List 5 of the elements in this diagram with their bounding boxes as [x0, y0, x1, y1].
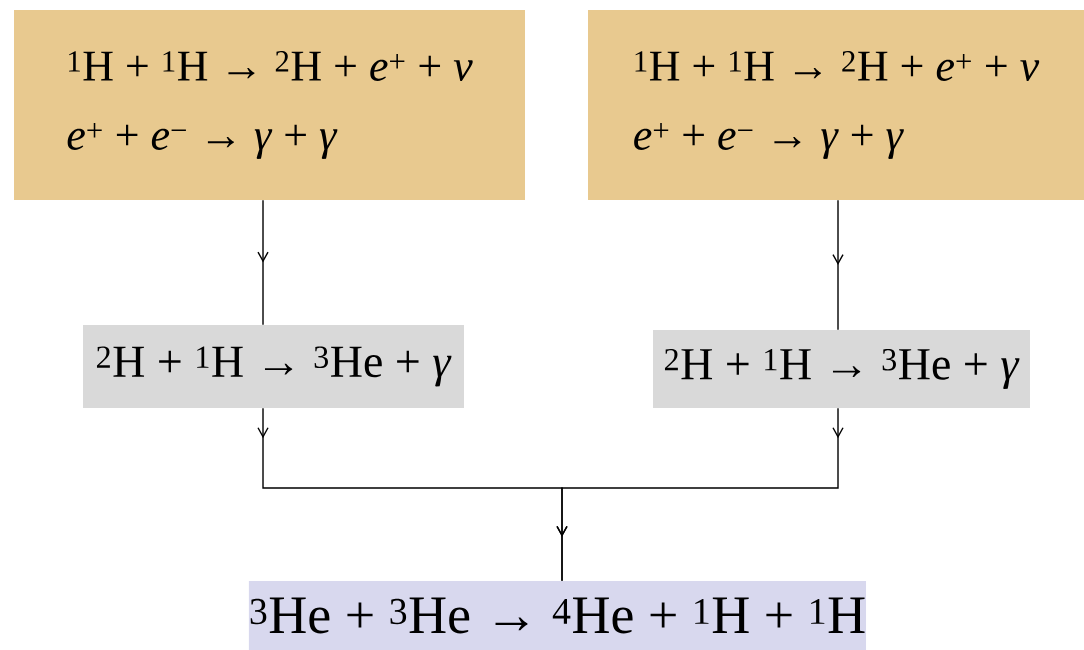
- formula-box: $^{2}$H + $^{1}$H → $^{3}$He + γ: [83, 325, 464, 408]
- formula-box: $^{1}$H + $^{1}$H → $^{2}$H + e$^{+}$ + ν e$^{+}$ + e$^{−}$ → γ + γ: [14, 10, 525, 200]
- formula-box: $^{1}$H + $^{1}$H → $^{2}$H + e$^{+}$ + ν e$^{+}$ + e$^{−}$ → γ + γ: [588, 10, 1084, 200]
- formula-box: $^{2}$H + $^{1}$H → $^{3}$He + γ: [653, 330, 1030, 408]
- formula-box: $^{3}$He + $^{3}$He → $^{4}$He + $^{1}$H + $^{1}$H: [248, 581, 867, 650]
